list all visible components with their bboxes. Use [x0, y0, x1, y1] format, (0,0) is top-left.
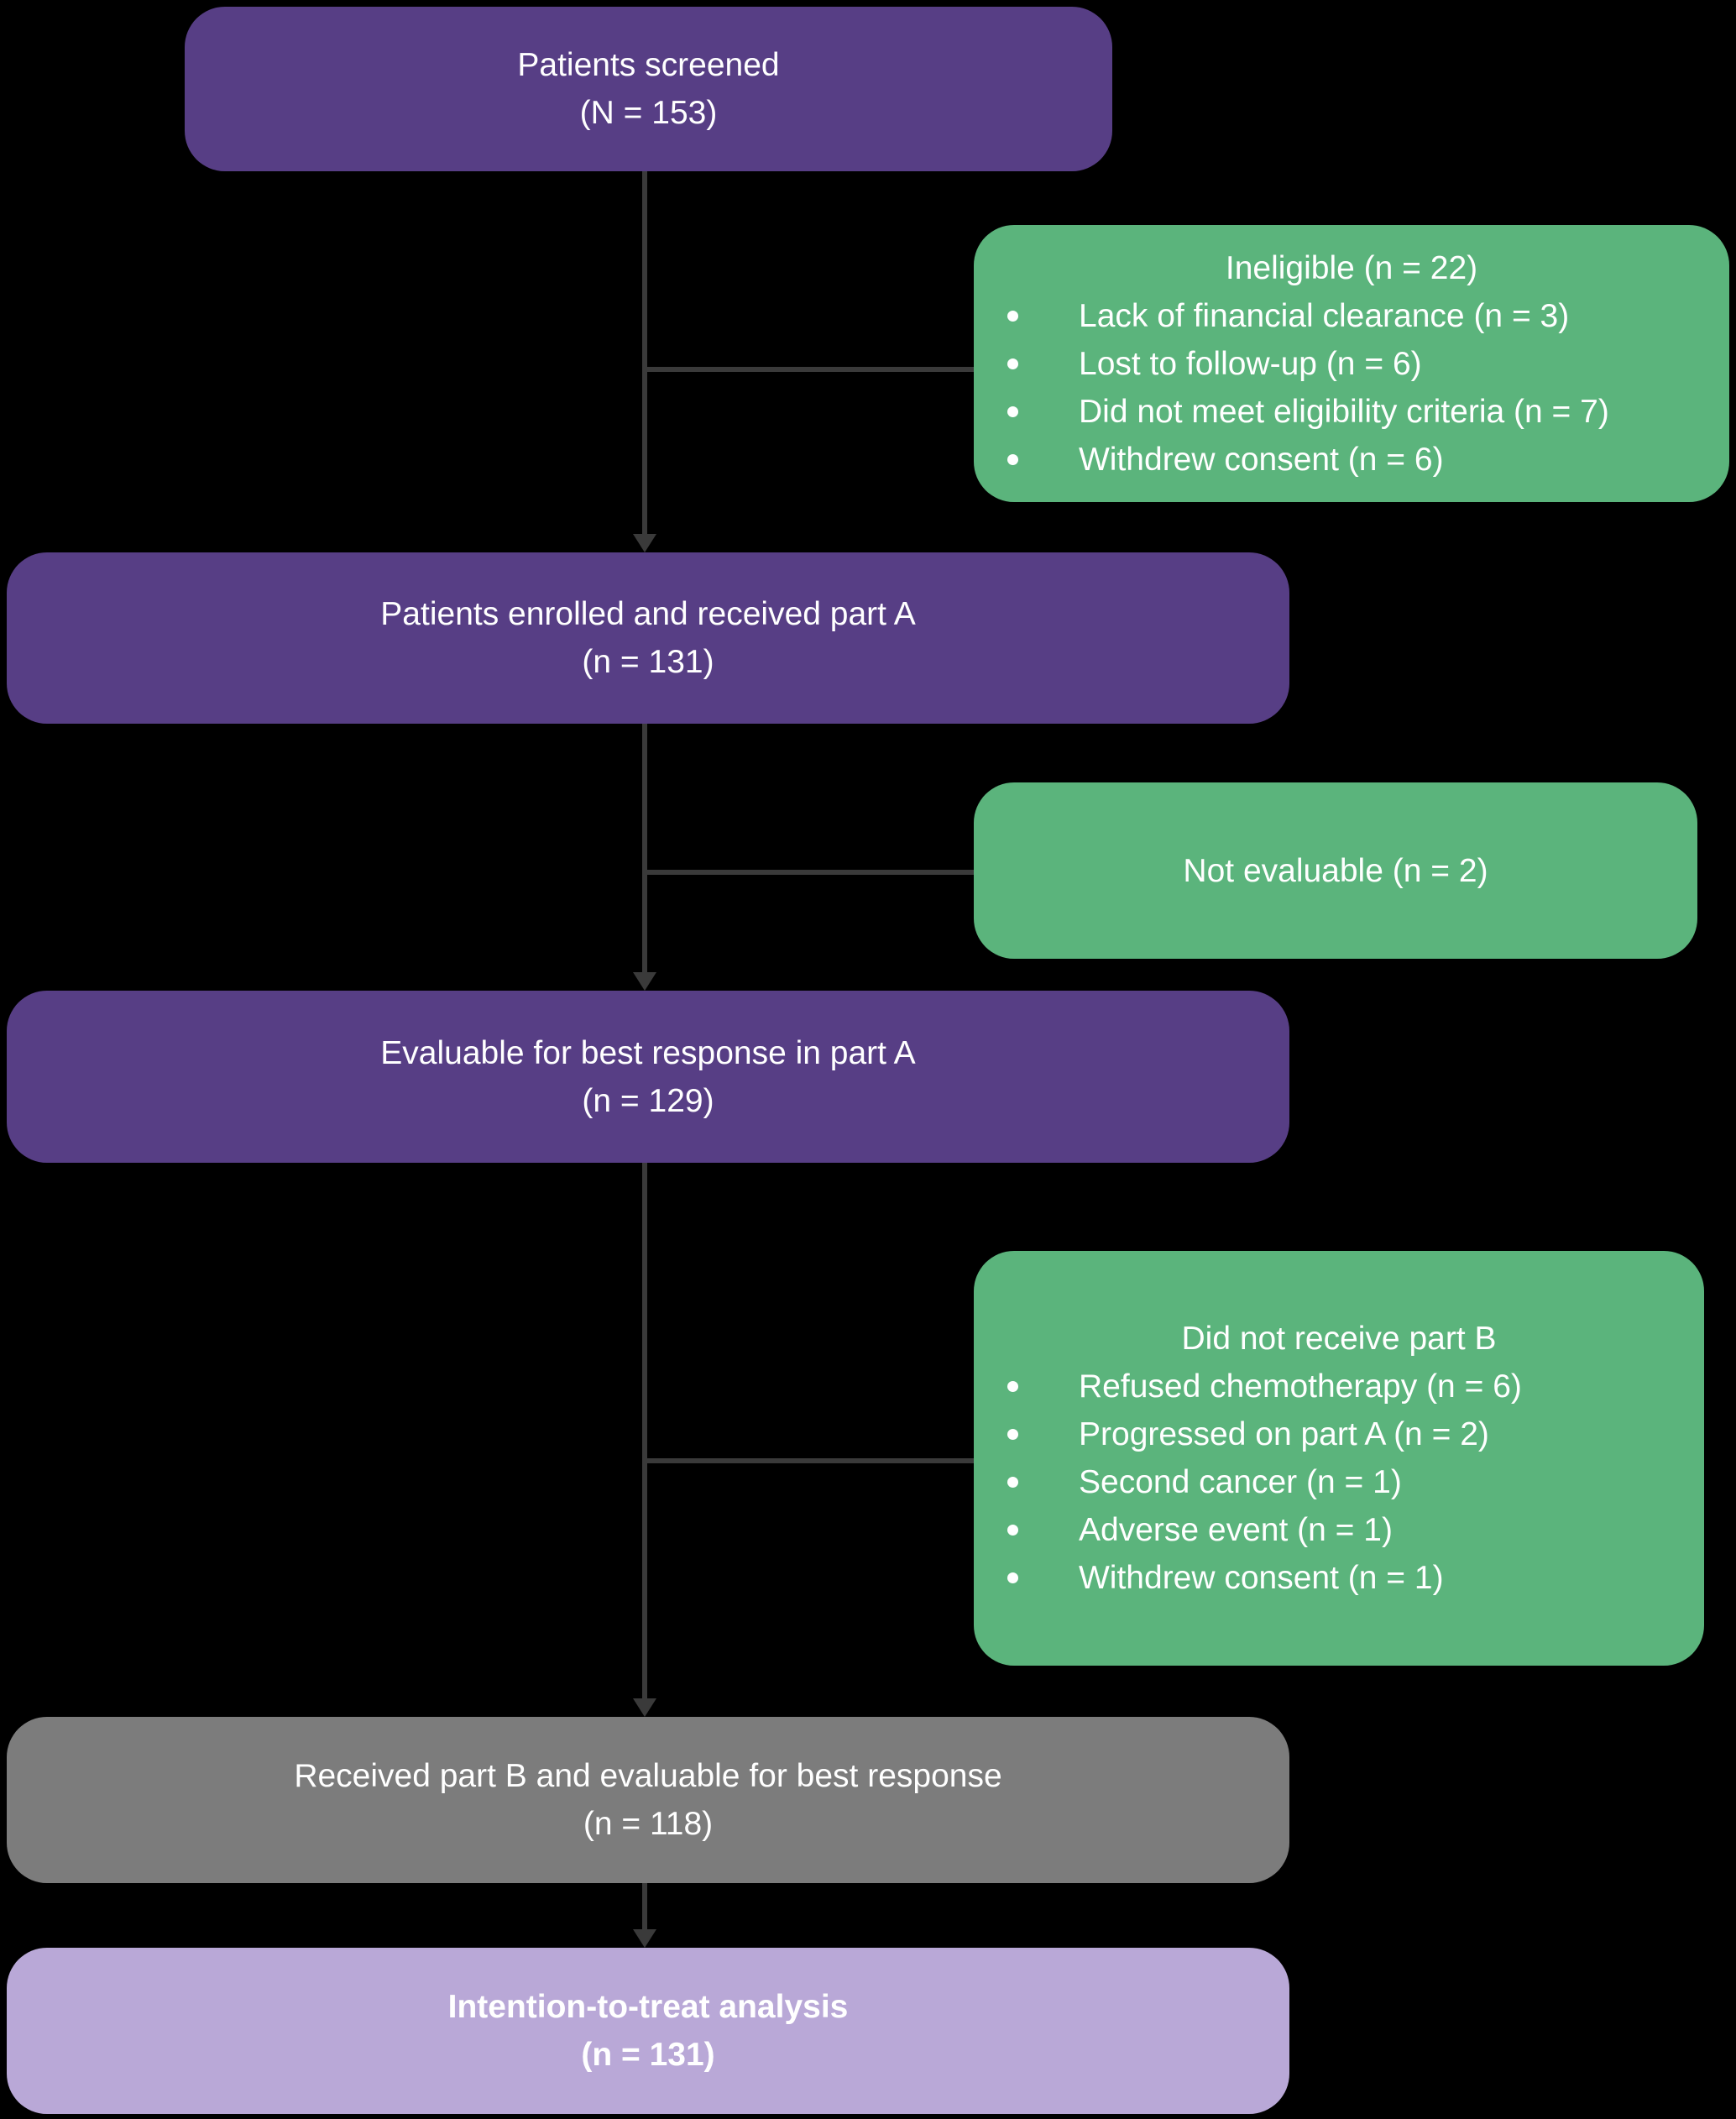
connector-line-4	[642, 1883, 647, 1929]
list-item: Refused chemotherapy (n = 6)	[974, 1363, 1704, 1410]
list-item: Withdrew consent (n = 1)	[974, 1554, 1704, 1602]
box-title: Intention-to-treat analysis	[447, 1989, 849, 2025]
bullet-dot-icon	[1007, 1525, 1018, 1536]
arrow-down-icon-2	[633, 972, 656, 991]
bullet-dot-icon	[1007, 358, 1018, 369]
box-title: Patients screened	[517, 47, 780, 83]
bullet-dot-icon	[1007, 405, 1018, 417]
bullet-list: Refused chemotherapy (n = 6) Progressed …	[974, 1363, 1704, 1602]
arrow-down-icon-4	[633, 1929, 656, 1948]
box-count: (N = 153)	[579, 95, 718, 131]
list-item-text: Lost to follow-up (n = 6)	[1079, 345, 1422, 382]
bullet-dot-icon	[1007, 453, 1018, 465]
connector-line-2	[642, 724, 647, 972]
connector-line-3	[642, 1163, 647, 1698]
box-patients-screened: Patients screened (N = 153)	[185, 7, 1112, 171]
box-did-not-receive-part-b: Did not receive part B Refused chemother…	[974, 1251, 1704, 1666]
box-title: Did not receive part B	[1181, 1321, 1497, 1357]
list-item: Did not meet eligibility criteria (n = 7…	[974, 388, 1729, 436]
box-patients-enrolled: Patients enrolled and received part A (n…	[7, 552, 1289, 724]
bullet-dot-icon	[1007, 1381, 1018, 1392]
branch-line-ineligible	[645, 367, 974, 372]
list-item-text: Refused chemotherapy (n = 6)	[1079, 1368, 1522, 1405]
box-count: (n = 118)	[583, 1806, 714, 1842]
box-title: Received part B and evaluable for best r…	[294, 1758, 1002, 1794]
list-item: Lost to follow-up (n = 6)	[974, 340, 1729, 388]
list-item-text: Adverse event (n = 1)	[1079, 1512, 1393, 1548]
box-ineligible: Ineligible (n = 22) Lack of financial cl…	[974, 225, 1729, 502]
bullet-dot-icon	[1007, 1429, 1018, 1440]
box-evaluable-part-a: Evaluable for best response in part A (n…	[7, 991, 1289, 1163]
list-item-text: Lack of financial clearance (n = 3)	[1079, 297, 1570, 334]
list-item: Adverse event (n = 1)	[974, 1506, 1704, 1554]
box-count: (n = 131)	[582, 644, 714, 680]
box-received-part-b: Received part B and evaluable for best r…	[7, 1717, 1289, 1883]
branch-line-no-part-b	[645, 1458, 974, 1463]
connector-line-1	[642, 171, 647, 534]
branch-line-not-evaluable	[645, 870, 974, 875]
list-item-text: Did not meet eligibility criteria (n = 7…	[1079, 393, 1609, 430]
box-title: Patients enrolled and received part A	[380, 596, 916, 632]
list-item-text: Withdrew consent (n = 1)	[1079, 1560, 1444, 1596]
arrow-down-icon-1	[633, 534, 656, 552]
list-item: Withdrew consent (n = 6)	[974, 436, 1729, 484]
list-item-text: Progressed on part A (n = 2)	[1079, 1416, 1489, 1452]
box-count: (n = 131)	[581, 2037, 715, 2073]
box-intention-to-treat: Intention-to-treat analysis (n = 131)	[7, 1948, 1289, 2114]
list-item: Progressed on part A (n = 2)	[974, 1410, 1704, 1458]
list-item-text: Withdrew consent (n = 6)	[1079, 441, 1444, 478]
list-item: Lack of financial clearance (n = 3)	[974, 292, 1729, 340]
box-title: Not evaluable (n = 2)	[1183, 852, 1488, 889]
box-not-evaluable: Not evaluable (n = 2)	[974, 782, 1697, 959]
box-title: Evaluable for best response in part A	[380, 1034, 916, 1071]
bullet-dot-icon	[1007, 1572, 1018, 1583]
list-item: Second cancer (n = 1)	[974, 1458, 1704, 1506]
box-count: (n = 129)	[582, 1082, 714, 1119]
bullet-dot-icon	[1007, 1477, 1018, 1488]
list-item-text: Second cancer (n = 1)	[1079, 1464, 1402, 1500]
arrow-down-icon-3	[633, 1698, 656, 1717]
bullet-dot-icon	[1007, 310, 1018, 322]
box-title: Ineligible (n = 22)	[1225, 249, 1478, 286]
bullet-list: Lack of financial clearance (n = 3) Lost…	[974, 292, 1729, 484]
